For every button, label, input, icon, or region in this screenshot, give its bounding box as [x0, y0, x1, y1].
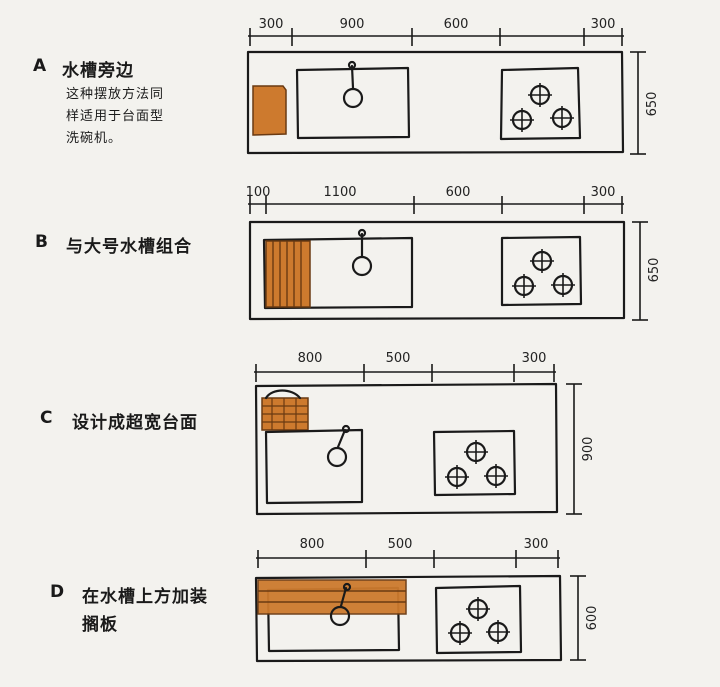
diagram-b: 100 1100 600 300 650 — [246, 185, 662, 321]
section-d-title: 在水槽上方加装 — [82, 587, 208, 607]
burner-icon — [551, 273, 575, 297]
dim-label: 100 — [246, 185, 271, 200]
depth-label-c: 900 — [581, 437, 596, 462]
sink-drain — [326, 446, 348, 468]
depth-label-b: 650 — [647, 258, 662, 283]
burner-icon — [530, 249, 554, 273]
burner-icon — [445, 465, 469, 489]
section-a-desc-line-2: 样适用于台面型 — [66, 109, 165, 124]
sink-drain — [351, 255, 373, 277]
dim-label: 300 — [591, 17, 616, 32]
dim-label: 300 — [259, 17, 284, 32]
depth-label-a: 650 — [645, 92, 660, 117]
stove-b — [500, 235, 583, 307]
sink-basin-a — [295, 66, 411, 140]
section-a-desc-line-3: 洗碗机。 — [66, 131, 123, 146]
burner-icon — [550, 106, 574, 130]
sink-drain — [329, 605, 351, 627]
section-a-letter: A — [33, 56, 47, 76]
dim-label: 800 — [298, 351, 323, 366]
section-b-title: 与大号水槽组合 — [66, 237, 192, 257]
countertop-b — [248, 220, 626, 321]
faucet-head — [357, 228, 367, 238]
countertop-c — [254, 382, 559, 516]
dim-label: 600 — [446, 185, 471, 200]
diagram-a: 300 900 600 300 650 — [246, 17, 660, 155]
stove-a — [499, 66, 582, 141]
burner-icon — [466, 597, 490, 621]
countertop-a — [246, 50, 625, 155]
sink-basin-c — [264, 428, 364, 505]
depth-label-d: 600 — [585, 606, 600, 631]
section-d-letter: D — [50, 582, 65, 602]
burner-icon — [528, 83, 552, 107]
burner-icon — [510, 108, 534, 132]
dim-label: 800 — [300, 537, 325, 552]
section-a-title: 水槽旁边 — [62, 61, 134, 81]
burner-icon — [484, 464, 508, 488]
dish-basket — [261, 389, 309, 431]
section-a-description: 这种摆放方法同 样适用于台面型 洗碗机。 — [66, 84, 164, 150]
faucet-head — [341, 424, 351, 434]
countertop-d — [254, 574, 563, 663]
burner-icon — [448, 621, 472, 645]
faucet — [336, 428, 347, 449]
shelf-over-sink — [257, 579, 407, 615]
dim-label: 500 — [386, 351, 411, 366]
dim-label: 500 — [388, 537, 413, 552]
section-c-title: 设计成超宽台面 — [72, 413, 198, 433]
faucet — [350, 64, 355, 90]
dim-label: 300 — [522, 351, 547, 366]
dim-label: 900 — [340, 17, 365, 32]
dim-label: 300 — [591, 185, 616, 200]
section-b-letter: B — [35, 232, 48, 252]
dim-label: 600 — [444, 17, 469, 32]
slatted-board — [265, 240, 311, 308]
stove-c — [432, 429, 517, 497]
section-a-desc-line-1: 这种摆放方法同 — [66, 87, 165, 102]
diagram-d: 800 500 300 600 — [254, 537, 600, 663]
section-d-title-line-2: 搁板 — [82, 615, 118, 635]
dish-rack — [252, 85, 287, 136]
diagram-c: 800 500 300 900 — [254, 351, 596, 516]
dim-label: 300 — [524, 537, 549, 552]
burner-icon — [486, 620, 510, 644]
faucet — [339, 586, 348, 608]
faucet-head — [347, 60, 357, 70]
section-c-letter: C — [40, 408, 53, 428]
faucet-head — [342, 582, 352, 592]
dim-label: 1100 — [323, 185, 356, 200]
stove-d — [434, 584, 523, 655]
burner-icon — [464, 440, 488, 464]
basket-handle — [264, 389, 302, 400]
sink-drain — [342, 87, 364, 109]
burner-icon — [512, 274, 536, 298]
